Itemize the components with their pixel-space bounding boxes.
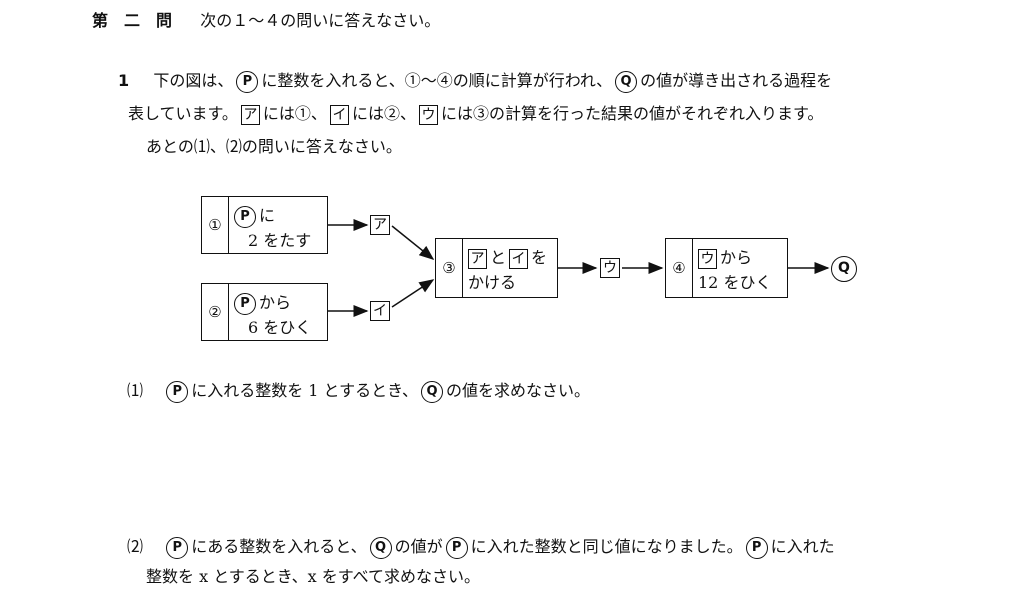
step-text-line: 6 をひく [248,318,312,337]
p-symbol: P [166,380,189,403]
arrow-a-to-3 [391,225,435,260]
q-output-circle: Q [831,256,857,282]
a-box: ア [370,215,390,235]
section-heading: 第 二 問 次の１〜４の問いに答えなさい。 [92,10,440,32]
q1-text: 表しています。 [128,104,238,123]
q-symbol: Q [420,380,443,403]
step-box-3: ③ アとイを かける [435,238,558,298]
q1-text: には①、 [262,104,327,123]
step-text-line: から [259,293,292,312]
subq2-text: にある整数を入れると、 [191,537,367,556]
step-text: アとイを かける [468,245,547,295]
q1-number: 1 [118,71,130,90]
q1-text: に整数を入れると、①〜④の順に計算が行われ、 [261,71,613,90]
step-text-line: 12 をひく [698,273,772,292]
step-text-line: かける [468,273,517,292]
section-title: 第 二 問 [92,11,173,30]
p-symbol: P [234,205,256,228]
subq1-label: ⑴ [127,381,144,400]
a-box: ア [468,248,487,269]
step-text-line: から [720,248,753,267]
step-index: ① [202,197,229,253]
q1-line3: あとの⑴、⑵の問いに答えなさい。 [146,136,402,158]
q1-text: 下の図は、 [153,71,234,90]
step-text-line: に [259,206,276,225]
subq2-text: に入れた整数と同じ値になりました。 [470,537,743,556]
step-text: ウから 12 をひく [698,245,771,295]
step-text-line: を [531,248,548,267]
step-index: ③ [436,239,463,297]
u-box: ウ [600,258,620,278]
p-symbol: P [745,536,768,559]
u-box: ウ [698,248,717,269]
subq2-label: ⑵ [127,537,144,556]
subq2-text: 整数を x とするとき、x をすべて求めなさい。 [146,567,480,586]
subq2-text: に入れた [770,537,835,556]
section-instruction: 次の１〜４の問いに答えなさい。 [200,11,441,30]
i-box: イ [370,301,390,321]
q-symbol: Q [369,536,392,559]
q1-text: には③の計算を行った結果の値がそれぞれ入ります。 [440,104,824,123]
step-index: ④ [666,239,693,297]
subq2-text: の値が [394,537,443,556]
q1-text: あとの⑴、⑵の問いに答えなさい。 [146,137,402,156]
q1-text: の値が導き出される過程を [640,71,833,90]
p-symbol: P [234,292,256,315]
q-symbol: Q [615,70,638,93]
i-box: イ [329,104,349,125]
u-box: ウ [418,104,438,125]
q1-text: には②、 [351,104,416,123]
i-box: イ [509,248,529,269]
subq1-text: の値を求めなさい。 [445,381,590,400]
step-text-line: と [490,248,507,267]
p-symbol: P [236,70,259,93]
p-symbol: P [166,536,189,559]
step-box-4: ④ ウから 12 をひく [665,238,788,298]
subq2-line2: 整数を x とするとき、x をすべて求めなさい。 [146,566,480,588]
arrow-i-to-3 [391,279,435,308]
q1-line2: 表しています。アには①、イには②、ウには③の計算を行った結果の値がそれぞれ入りま… [128,103,823,125]
p-symbol: P [445,536,468,559]
step-text-line: 2 をたす [248,231,312,250]
step-index: ② [202,284,229,340]
a-box: ア [240,104,260,125]
subq1-text: に入れる整数を 1 とするとき、 [191,381,418,400]
